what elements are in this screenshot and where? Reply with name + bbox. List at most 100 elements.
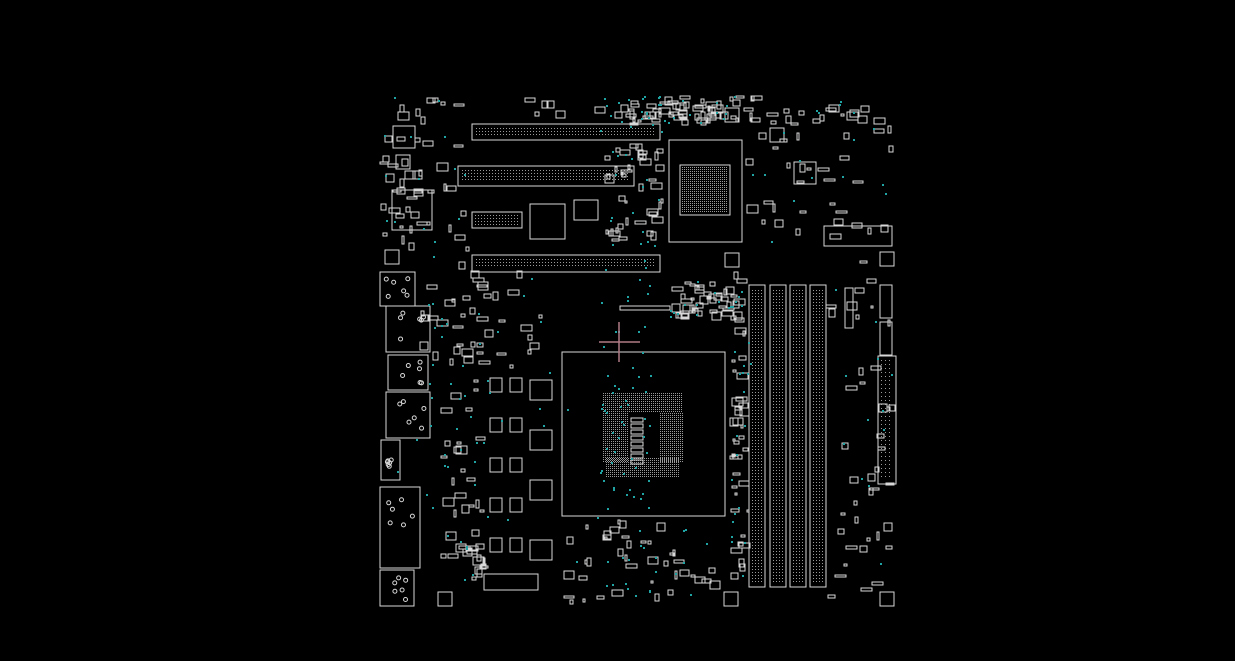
dimm-pin[interactable] bbox=[822, 554, 823, 555]
dimm-pin[interactable] bbox=[822, 314, 823, 315]
lga-pin[interactable] bbox=[649, 399, 650, 400]
slot-pin[interactable] bbox=[572, 262, 573, 263]
dimm-pin[interactable] bbox=[799, 326, 800, 327]
lga-pin[interactable] bbox=[623, 447, 624, 448]
dimm-pin[interactable] bbox=[813, 527, 814, 528]
dimm-pin[interactable] bbox=[761, 344, 762, 345]
bga-ball[interactable] bbox=[706, 189, 707, 190]
lga-pin[interactable] bbox=[641, 401, 642, 402]
lga-pin[interactable] bbox=[607, 419, 608, 420]
bga-ball[interactable] bbox=[694, 191, 695, 192]
test-point[interactable] bbox=[735, 301, 737, 303]
dimm-pin[interactable] bbox=[779, 305, 780, 306]
smd-component[interactable] bbox=[440, 407, 453, 414]
slot-pin[interactable] bbox=[519, 176, 520, 177]
test-point[interactable] bbox=[835, 289, 837, 291]
slot-pin[interactable] bbox=[575, 259, 576, 260]
lga-pin[interactable] bbox=[678, 474, 679, 475]
smd-component[interactable] bbox=[743, 107, 754, 112]
pin[interactable] bbox=[889, 444, 890, 445]
slot-pin[interactable] bbox=[569, 128, 570, 129]
dimm-pin[interactable] bbox=[773, 362, 774, 363]
lga-pin[interactable] bbox=[620, 472, 621, 473]
lga-pin[interactable] bbox=[678, 457, 679, 458]
dimm-pin[interactable] bbox=[799, 335, 800, 336]
smd-component[interactable] bbox=[735, 95, 745, 99]
smd-component[interactable] bbox=[849, 109, 860, 118]
lga-pin[interactable] bbox=[609, 395, 610, 396]
bga-ball[interactable] bbox=[696, 183, 697, 184]
smd-component[interactable] bbox=[541, 100, 549, 109]
dimm-pin[interactable] bbox=[782, 341, 783, 342]
lga-pin[interactable] bbox=[665, 409, 666, 410]
dimm-pin[interactable] bbox=[761, 530, 762, 531]
lga-pin[interactable] bbox=[660, 435, 661, 436]
bga-ball[interactable] bbox=[700, 171, 701, 172]
dimm-pin[interactable] bbox=[799, 530, 800, 531]
slot-pin[interactable] bbox=[522, 179, 523, 180]
bga-ball[interactable] bbox=[692, 179, 693, 180]
smd-component[interactable] bbox=[648, 211, 658, 217]
smd-component[interactable] bbox=[614, 111, 623, 119]
slot-pin[interactable] bbox=[620, 265, 621, 266]
dimm-pin[interactable] bbox=[796, 536, 797, 537]
slot-pin[interactable] bbox=[497, 259, 498, 260]
lga-pin[interactable] bbox=[648, 462, 649, 463]
lga-pin[interactable] bbox=[674, 461, 675, 462]
lga-pin[interactable] bbox=[678, 419, 679, 420]
smd-component[interactable] bbox=[534, 111, 540, 117]
smd-component[interactable] bbox=[658, 107, 671, 115]
slot-pin[interactable] bbox=[599, 134, 600, 135]
slot-pin[interactable] bbox=[493, 215, 494, 216]
lga-pin[interactable] bbox=[603, 415, 604, 416]
lga-pin[interactable] bbox=[606, 462, 607, 463]
lga-pin[interactable] bbox=[645, 397, 646, 398]
slot-pin[interactable] bbox=[474, 176, 475, 177]
lga-pin[interactable] bbox=[666, 441, 667, 442]
lga-pin[interactable] bbox=[662, 468, 663, 469]
lga-pin[interactable] bbox=[651, 405, 652, 406]
bga-ball[interactable] bbox=[722, 183, 723, 184]
smd-component[interactable] bbox=[617, 519, 621, 525]
bga-ball[interactable] bbox=[704, 171, 705, 172]
smd-component[interactable] bbox=[582, 598, 586, 603]
dimm-pin[interactable] bbox=[779, 536, 780, 537]
dimm-pin[interactable] bbox=[799, 467, 800, 468]
lga-pin[interactable] bbox=[659, 393, 660, 394]
dimm-pin[interactable] bbox=[802, 302, 803, 303]
dimm-pin[interactable] bbox=[779, 500, 780, 501]
test-point[interactable] bbox=[661, 131, 663, 133]
mounting-hole[interactable] bbox=[395, 154, 411, 170]
bga-ball[interactable] bbox=[716, 195, 717, 196]
lga-pin[interactable] bbox=[637, 409, 638, 410]
dimm-pin[interactable] bbox=[822, 362, 823, 363]
smd-component[interactable] bbox=[418, 169, 423, 177]
test-point[interactable] bbox=[576, 561, 578, 563]
dimm-pin[interactable] bbox=[782, 329, 783, 330]
test-point[interactable] bbox=[432, 303, 434, 305]
slot-pin[interactable] bbox=[536, 259, 537, 260]
lga-pin[interactable] bbox=[625, 439, 626, 440]
lga-pin[interactable] bbox=[664, 415, 665, 416]
slot-pin[interactable] bbox=[576, 179, 577, 180]
bga-ball[interactable] bbox=[690, 187, 691, 188]
bga-ball[interactable] bbox=[692, 187, 693, 188]
bga-ball[interactable] bbox=[724, 169, 725, 170]
dimm-pin[interactable] bbox=[802, 479, 803, 480]
dimm-pin[interactable] bbox=[773, 557, 774, 558]
dimm-pin[interactable] bbox=[782, 563, 783, 564]
slot-pin[interactable] bbox=[505, 218, 506, 219]
dimm-pin[interactable] bbox=[802, 419, 803, 420]
lga-pin[interactable] bbox=[642, 470, 643, 471]
dimm-pin[interactable] bbox=[819, 524, 820, 525]
dimm-pin[interactable] bbox=[813, 512, 814, 513]
smd-component[interactable] bbox=[873, 117, 886, 125]
dimm-pin[interactable] bbox=[779, 374, 780, 375]
slot-pin[interactable] bbox=[596, 262, 597, 263]
dimm-pin[interactable] bbox=[793, 485, 794, 486]
dimm-pin[interactable] bbox=[813, 542, 814, 543]
bga-ball[interactable] bbox=[724, 195, 725, 196]
lga-pin[interactable] bbox=[681, 407, 682, 408]
lga-pin[interactable] bbox=[660, 431, 661, 432]
lga-pin[interactable] bbox=[672, 423, 673, 424]
